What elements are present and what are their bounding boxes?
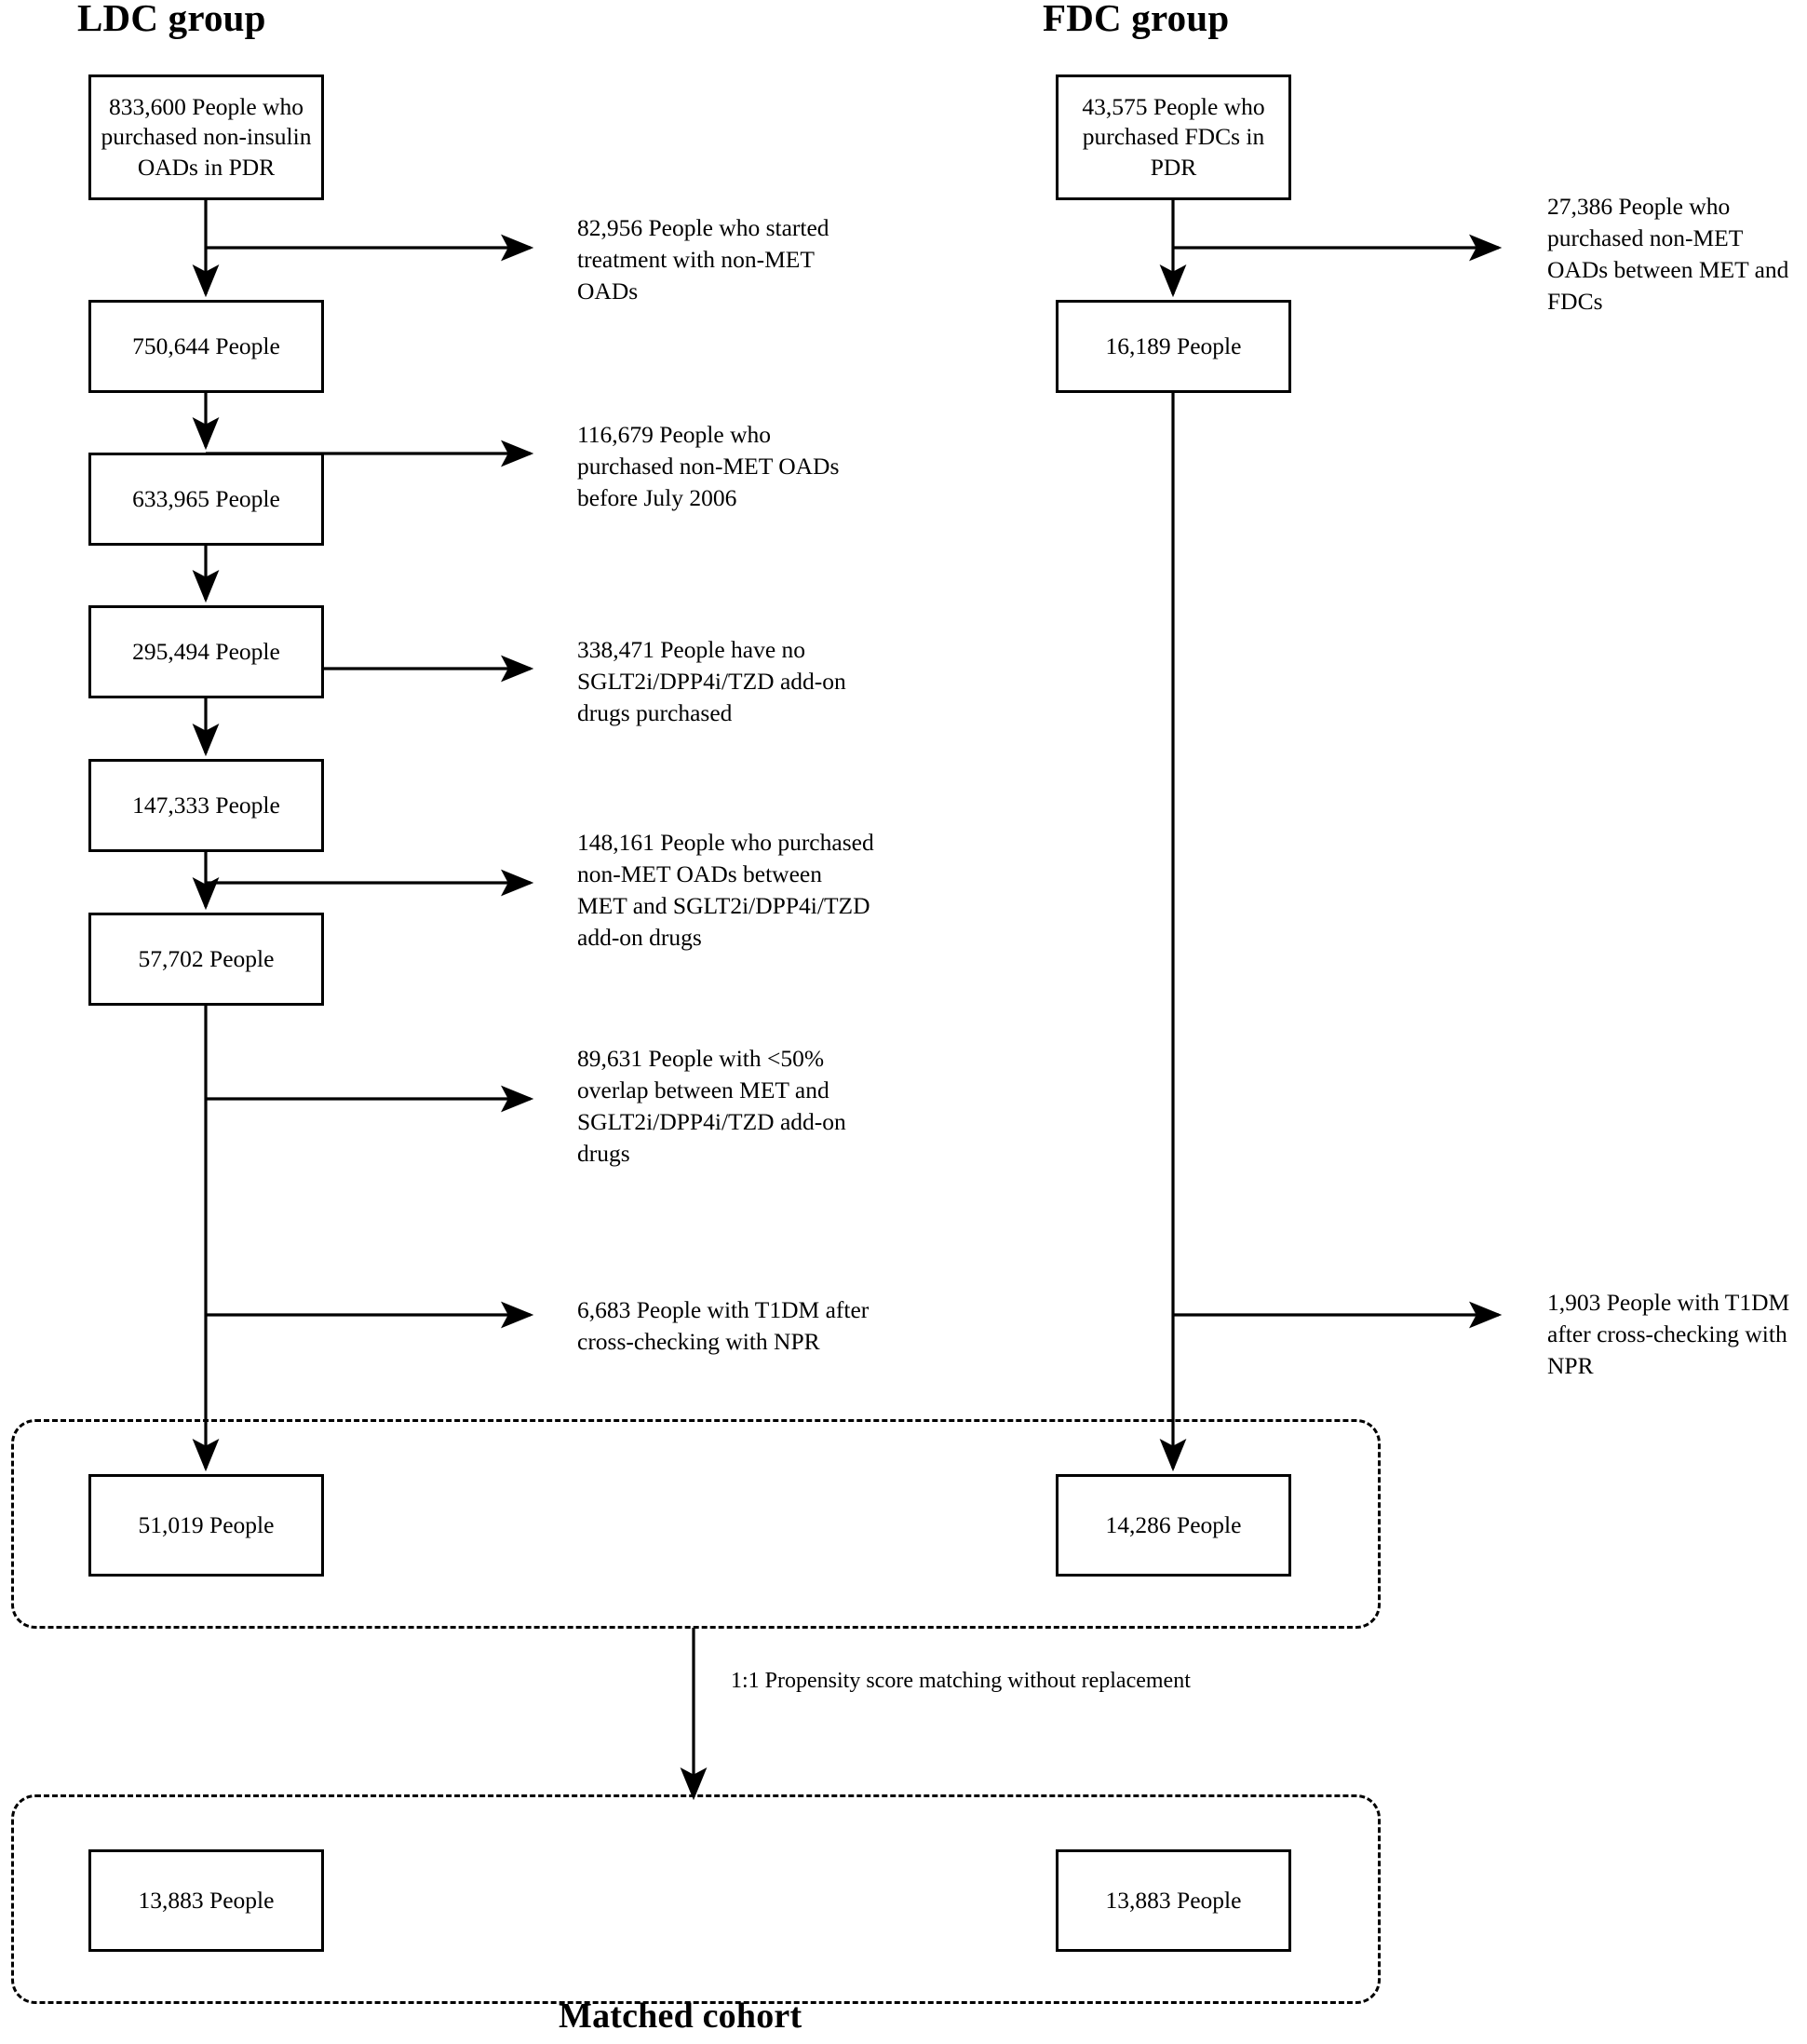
column-header-ldc: LDC group [77,0,266,39]
node-fdc-n2: 16,189 People [1056,300,1291,393]
node-ldc-n2: 750,644 People [88,300,324,393]
node-ldc-n2-label: 750,644 People [132,332,280,359]
propensity-matching-note: 1:1 Propensity score matching without re… [731,1669,1191,1693]
column-header-fdc: FDC group [1043,0,1230,39]
node-ldc-n7-label: 51,019 People [138,1510,275,1538]
node-fdc-n1: 43,575 People who purchased FDCs in PDR [1056,74,1291,200]
node-ldc-n8: 13,883 People [88,1849,324,1952]
exclusion-fdc-x1: 27,386 People who purchased non-MET OADs… [1547,193,1789,315]
exclusion-fdc-x2: 1,903 People with T1DM after cross-check… [1547,1289,1790,1379]
node-ldc-n4-label: 295,494 People [132,637,280,665]
node-ldc-n7: 51,019 People [88,1474,324,1577]
exclusion-ldc-x1: 82,956 People who started treatment with… [577,214,829,305]
node-ldc-n1: 833,600 People who purchased non-insulin… [88,74,324,200]
node-ldc-n4: 295,494 People [88,605,324,698]
exclusion-ldc-x5: 89,631 People with <50% overlap between … [577,1045,846,1167]
node-fdc-n3: 14,286 People [1056,1474,1291,1577]
node-fdc-n2-label: 16,189 People [1105,332,1242,359]
exclusion-ldc-x6: 6,683 People with T1DM after cross-check… [577,1296,870,1355]
exclusion-ldc-x2: 116,679 People who purchased non-MET OAD… [577,421,840,511]
node-fdc-n4: 13,883 People [1056,1849,1291,1952]
exclusion-ldc-x3: 338,471 People have no SGLT2i/DPP4i/TZD … [577,636,846,726]
node-ldc-n8-label: 13,883 People [138,1886,275,1914]
node-ldc-n6: 57,702 People [88,913,324,1006]
node-ldc-n5: 147,333 People [88,759,324,852]
exclusion-ldc-x4: 148,161 People who purchased non-MET OAD… [577,829,874,951]
node-ldc-n5-label: 147,333 People [132,791,280,819]
node-ldc-n3-label: 633,965 People [132,484,280,512]
node-ldc-n3: 633,965 People [88,453,324,546]
node-fdc-n1-label: 43,575 People who purchased FDCs in PDR [1082,92,1265,181]
node-fdc-n3-label: 14,286 People [1105,1510,1242,1538]
node-fdc-n4-label: 13,883 People [1105,1886,1242,1914]
node-ldc-n1-label: 833,600 People who purchased non-insulin… [101,92,312,181]
matched-cohort-label: Matched cohort [559,1997,802,2036]
matched-cohort-group [11,1794,1381,2004]
node-ldc-n6-label: 57,702 People [138,944,275,972]
unmatched-cohort-group [11,1419,1381,1629]
